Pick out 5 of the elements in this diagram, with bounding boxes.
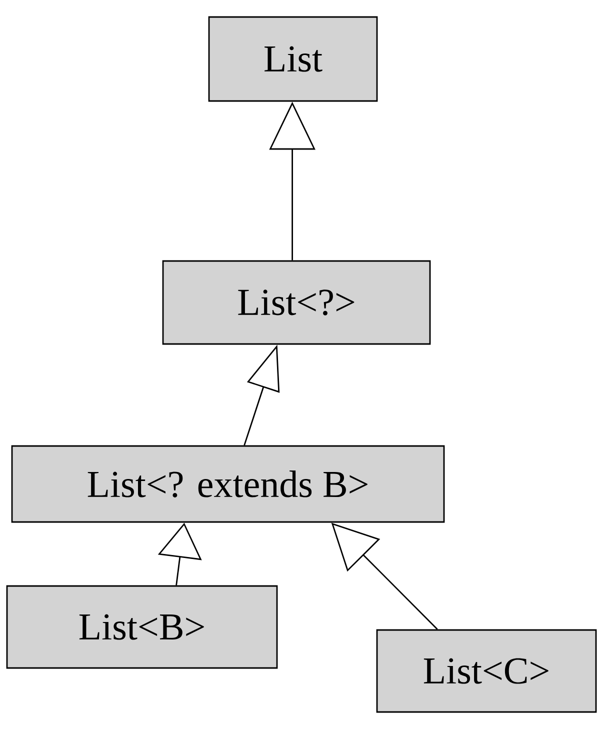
class-box: List<B> bbox=[6, 585, 278, 669]
class-box: List<?> bbox=[162, 260, 431, 345]
class-box: List bbox=[208, 16, 378, 102]
class-box: List<? extends B> bbox=[11, 445, 445, 523]
class-box: List<C> bbox=[376, 629, 597, 713]
